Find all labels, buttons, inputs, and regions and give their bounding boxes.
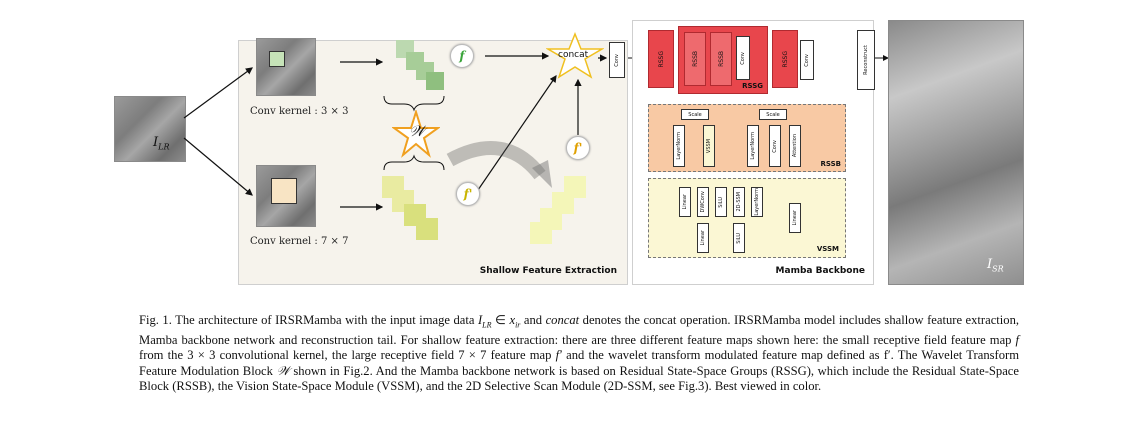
vssm-linear-1: Linear bbox=[679, 187, 691, 217]
vssm-detail-title: VSSM bbox=[816, 245, 839, 253]
rssb-block-1: RSSB bbox=[684, 32, 706, 86]
shallow-panel-title: Shallow Feature Extraction bbox=[479, 266, 617, 276]
vssm-silu-1: SiLU bbox=[715, 187, 727, 217]
rssb-scale-2: Scale bbox=[759, 109, 787, 120]
caption-fig-label: Fig. 1. bbox=[139, 313, 172, 327]
concat-star-icon bbox=[546, 32, 604, 79]
rssb-vssm: VSSM bbox=[703, 125, 715, 167]
large-feature-map-4 bbox=[416, 218, 438, 240]
input-label: ILR bbox=[153, 135, 170, 152]
conv3-thumbnail bbox=[256, 38, 316, 96]
concat-label: concat bbox=[558, 50, 589, 60]
f-prime-circle: f' bbox=[456, 182, 480, 206]
caption-text-5: shown in Fig.2. And the Mamba backbone n… bbox=[139, 363, 1019, 394]
conv-block-1: Conv bbox=[609, 42, 625, 78]
vssm-detail-panel: VSSM Linear DWConv SiLU 2D-SSM LayerNorm… bbox=[648, 178, 846, 258]
vssm-layernorm: LayerNorm bbox=[751, 187, 763, 217]
reconstruct-block: Reconstruct bbox=[857, 30, 875, 90]
conv7-thumbnail bbox=[256, 165, 316, 227]
rssg-right: RSSG bbox=[772, 30, 798, 88]
modulated-feature-map-4 bbox=[530, 222, 552, 244]
vssm-dwconv: DWConv bbox=[697, 187, 709, 217]
architecture-figure: ILR Shallow Feature Extraction Conv kern… bbox=[114, 20, 1024, 285]
vssm-linear-3: Linear bbox=[789, 203, 801, 233]
input-image: ILR bbox=[114, 96, 186, 162]
kernel-7x7-square bbox=[271, 178, 297, 204]
caption-text-3: from the 3 × 3 convolutional kernel, the… bbox=[139, 348, 552, 363]
wavelet-label: 𝒲 bbox=[409, 122, 425, 140]
rssb-conv: Conv bbox=[769, 125, 781, 167]
rssg-expanded-label: RSSG bbox=[742, 82, 763, 90]
caption-math-xir: xir bbox=[509, 313, 521, 330]
output-label: ISR bbox=[987, 257, 1004, 274]
conv7-label: Conv kernel : 7 × 7 bbox=[250, 236, 349, 247]
output-image: ISR bbox=[888, 20, 1024, 285]
figure-caption: Fig. 1. The architecture of IRSRMamba wi… bbox=[139, 313, 1019, 395]
caption-math-w: 𝒲 bbox=[276, 363, 290, 378]
rssb-attention: Attention bbox=[789, 125, 801, 167]
small-feature-map-4 bbox=[426, 72, 444, 90]
f-circle: f bbox=[450, 44, 474, 68]
vssm-2dssm: 2D-SSM bbox=[733, 187, 745, 217]
rssb-detail-title: RSSB bbox=[820, 160, 842, 168]
caption-math-f: f bbox=[1015, 332, 1020, 347]
rssb-layernorm-2: LayerNorm bbox=[747, 125, 759, 167]
rssb-scale-1: Scale bbox=[681, 109, 709, 120]
rssb-layernorm-1: LayerNorm bbox=[673, 125, 685, 167]
rssb-detail-panel: RSSB Scale Scale LayerNorm VSSM LayerNor… bbox=[648, 104, 846, 172]
caption-text-1: The architecture of IRSRMamba with the i… bbox=[175, 313, 475, 327]
conv3-label: Conv kernel : 3 × 3 bbox=[250, 106, 349, 117]
caption-math-in: ∈ bbox=[494, 313, 506, 327]
rssg-conv: Conv bbox=[736, 36, 750, 80]
caption-text-4: and the wavelet transform modulated feat… bbox=[139, 348, 1019, 378]
rssb-block-2: RSSB bbox=[710, 32, 732, 86]
vssm-linear-2: Linear bbox=[697, 223, 709, 253]
vssm-silu-2: SiLU bbox=[733, 223, 745, 253]
caption-math-concat: concat bbox=[545, 313, 580, 327]
kernel-3x3-square bbox=[269, 51, 285, 67]
caption-math-ilr: ILR bbox=[477, 313, 492, 330]
caption-text-2: denotes the concat operation. IRSRMamba … bbox=[139, 313, 1020, 347]
wavelet-star-icon bbox=[392, 110, 440, 158]
caption-and: and bbox=[523, 313, 543, 327]
f-prime-right-circle: f' bbox=[566, 136, 590, 160]
conv-block-2: Conv bbox=[800, 40, 814, 80]
rssg-left: RSSG bbox=[648, 30, 674, 88]
caption-math-fprime: f′ bbox=[555, 348, 562, 363]
mamba-panel-title: Mamba Backbone bbox=[775, 266, 865, 276]
